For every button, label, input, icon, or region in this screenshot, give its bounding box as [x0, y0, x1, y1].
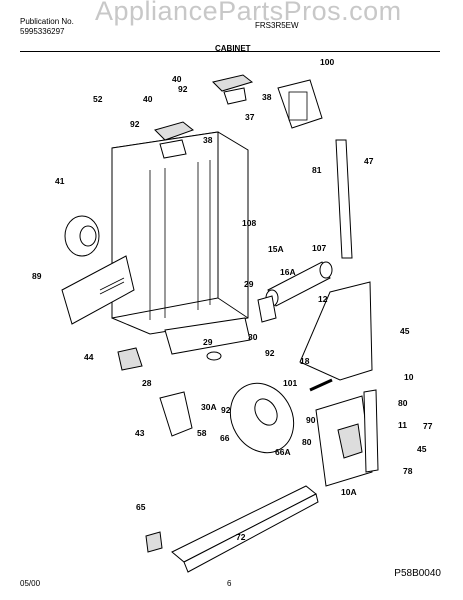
callout: 29	[244, 279, 254, 289]
callout: 108	[242, 218, 256, 228]
ice-chute-66	[229, 382, 295, 454]
callout: 45	[400, 326, 410, 336]
callout: 107	[312, 243, 326, 253]
callout: 12	[318, 294, 328, 304]
callout: 47	[364, 156, 374, 166]
callout: 80	[302, 437, 312, 447]
callout: 18	[300, 356, 310, 366]
diagram-code: P58B0040	[394, 568, 441, 579]
middle-hinge	[206, 295, 277, 361]
callout: 80	[398, 398, 408, 408]
callout: 92	[221, 405, 231, 415]
publication-number: 5995336297	[20, 27, 65, 36]
cover-41	[64, 215, 100, 257]
section-title: CABINET	[215, 44, 251, 53]
callout: 92	[265, 348, 275, 358]
callout: 16A	[280, 267, 296, 277]
bracket-44	[117, 347, 143, 371]
rear-panel-80	[315, 389, 379, 487]
callout: 40	[172, 74, 182, 84]
callout: 90	[306, 415, 316, 425]
bracket-100	[277, 79, 323, 129]
callout: 38	[262, 92, 272, 102]
lower-hinge-43	[159, 391, 193, 437]
callout: 40	[143, 94, 153, 104]
callout: 43	[135, 428, 145, 438]
callout: 66A	[275, 447, 291, 457]
publication-label: Publication No.	[20, 17, 74, 26]
callout: 30A	[201, 402, 217, 412]
callout: 66	[220, 433, 230, 443]
callout: 41	[55, 176, 65, 186]
callout: 45	[417, 444, 427, 454]
model-number: FRS3R5EW	[255, 21, 299, 30]
cabinet-body	[111, 131, 251, 355]
callout: 58	[197, 428, 207, 438]
toe-grille-72	[171, 485, 319, 573]
callout: 81	[312, 165, 322, 175]
callout: 15A	[268, 244, 284, 254]
callout: 92	[178, 84, 188, 94]
callout: 28	[142, 378, 152, 388]
callout: 30	[248, 332, 258, 342]
duct-12	[299, 281, 373, 381]
callout: 101	[283, 378, 297, 388]
bar-101	[309, 378, 333, 392]
top-hinge-right	[212, 74, 254, 105]
header-rule	[20, 51, 440, 52]
callout: 89	[32, 271, 42, 281]
clip-65	[145, 531, 163, 553]
callout: 29	[203, 337, 213, 347]
callout: 44	[84, 352, 94, 362]
callout: 100	[320, 57, 334, 67]
callout: 11	[398, 420, 407, 430]
callout: 10A	[341, 487, 357, 497]
callout-labels: 40 92 38 100 52 40 37 92 38 81 47 41 108…	[32, 57, 433, 542]
top-hinge-left	[154, 121, 195, 159]
callout: 38	[203, 135, 213, 145]
callout: 77	[423, 421, 433, 431]
callout: 72	[236, 532, 246, 542]
callout: 78	[403, 466, 413, 476]
callout: 10	[404, 372, 414, 382]
trim-strip-47	[335, 139, 353, 259]
callout: 37	[245, 112, 255, 122]
page-number: 6	[227, 579, 232, 588]
callout: 65	[136, 502, 146, 512]
callout: 92	[130, 119, 140, 129]
revision-date: 05/00	[20, 579, 41, 588]
access-panel-89	[61, 255, 135, 325]
callout: 52	[93, 94, 103, 104]
